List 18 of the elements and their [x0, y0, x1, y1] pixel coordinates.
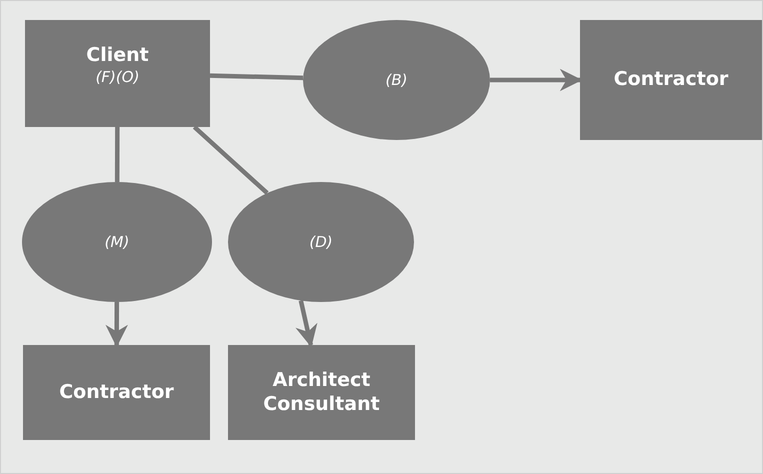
arrow — [490, 68, 582, 92]
arrow — [295, 300, 318, 348]
connector-line — [192, 125, 269, 195]
box-title: Contractor — [614, 68, 728, 92]
box-title: Contractor — [59, 380, 174, 404]
box-subtitle: (F)(O) — [96, 68, 140, 86]
box-title: Client — [86, 44, 149, 68]
arrow — [105, 302, 128, 348]
ellipse-label: (M) — [104, 233, 130, 251]
process-box — [23, 345, 210, 440]
connector-line — [210, 73, 304, 80]
ellipse-label: (B) — [386, 71, 408, 89]
ellipse-label: (D) — [309, 233, 333, 251]
connector-line — [114, 127, 120, 182]
box-title: Architect Consultant — [262, 368, 381, 416]
process-box — [228, 345, 415, 440]
process-box — [580, 20, 762, 140]
client-box — [25, 20, 210, 127]
